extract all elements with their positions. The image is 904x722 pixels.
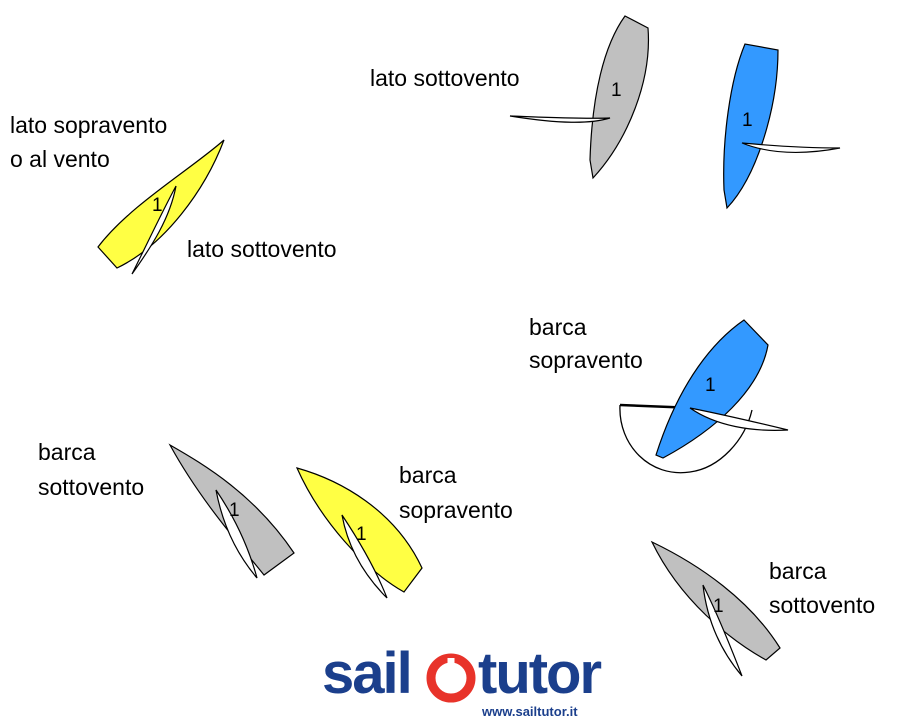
label-lato-sopravento-line2: o al vento [10, 146, 110, 172]
boat-blue-mid: 1 [619, 319, 789, 474]
boat-yellow-top: 1 [97, 139, 225, 275]
label-barca-sottovento-left-line2: sottovento [38, 474, 145, 500]
label-barca-sopravento-blue-line2: sopravento [529, 347, 643, 373]
boat-number: 1 [713, 596, 724, 617]
label-lato-sottovento-yellow: lato sottovento [187, 236, 337, 262]
boat-gray-bottom-right: 1 [650, 540, 781, 677]
boat-sail [215, 489, 258, 579]
boat-sail [741, 142, 841, 153]
sailtutor-logo: sail tutor www.sailtutor.it [322, 642, 622, 722]
boat-number: 1 [611, 80, 622, 101]
label-lato-sottovento-top: lato sottovento [370, 65, 520, 91]
label-barca-sottovento-left-line1: barca [38, 439, 96, 465]
boat-gray-bottom-left: 1 [168, 443, 295, 579]
boat-sail [341, 514, 388, 599]
boat-hull [723, 43, 779, 210]
label-barca-sottovento-right-line1: barca [769, 558, 827, 584]
boat-sail [131, 185, 177, 275]
label-barca-sopravento-blue-line1: barca [529, 314, 587, 340]
label-barca-sopravento-yellow-line2: sopravento [399, 497, 513, 523]
boat-number: 1 [356, 524, 367, 545]
boat-number: 1 [229, 500, 240, 521]
boat-sail [689, 407, 789, 431]
boat-blue-top: 1 [723, 43, 841, 210]
boat-yellow-bottom: 1 [295, 467, 423, 599]
boat-number: 1 [705, 375, 716, 396]
boat-hull [589, 15, 650, 180]
label-barca-sopravento-yellow-line1: barca [399, 462, 457, 488]
boat-sail [509, 115, 611, 123]
boat-hull [655, 319, 769, 459]
logo-swirl-icon [426, 653, 476, 703]
swing-arc [619, 404, 753, 474]
boat-gray-top: 1 [509, 15, 650, 180]
logo-url: www.sailtutor.it [482, 704, 578, 719]
boat-hull [168, 443, 295, 576]
boat-hull [295, 467, 423, 593]
label-lato-sopravento-line1: lato sopravento [10, 112, 168, 138]
boat-number: 1 [742, 110, 753, 131]
boat-sail [702, 584, 743, 677]
logo-word-right: tutor [478, 641, 602, 706]
logo-word-left: sail [322, 641, 413, 706]
boat-number: 1 [152, 195, 163, 216]
boat-hull [650, 540, 781, 661]
boat-hull [97, 139, 225, 269]
label-barca-sottovento-right-line2: sottovento [769, 592, 876, 618]
